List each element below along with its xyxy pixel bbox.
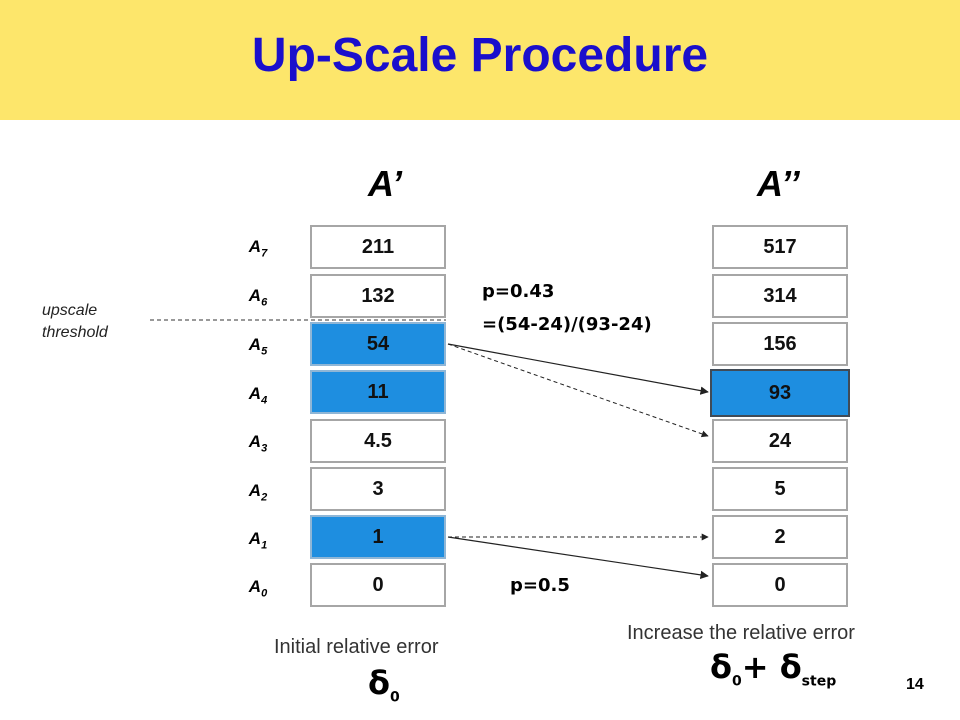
arrow-54-to-93 [447, 343, 709, 395]
right-cell-5: 156 [712, 322, 848, 366]
right-cell-7: 517 [712, 225, 848, 269]
row-label-a1: A1 [248, 529, 268, 552]
left-cell-4: 11 [310, 370, 446, 414]
left-cell-3: 4.5 [310, 419, 446, 463]
left-cell-6: 132 [310, 274, 446, 318]
right-cell-4: 93 [710, 369, 850, 417]
p-bottom-label: p=0.5 [510, 575, 570, 596]
row-label-a0: A0 [248, 577, 268, 600]
row-label-a2: A2 [248, 481, 268, 504]
arrow-54-to-24-dashed [447, 343, 709, 438]
arrow-1-to-0 [447, 536, 709, 580]
delta-zero-plus-step: δ0+ δstep [710, 648, 837, 690]
left-cell-7: 211 [310, 225, 446, 269]
right-column-heading: A’’ [757, 163, 800, 204]
page-number: 14 [906, 676, 924, 693]
row-label-a5: A5 [248, 335, 268, 358]
right-cell-1: 2 [712, 515, 848, 559]
left-cell-1: 1 [310, 515, 446, 559]
right-cell-3: 24 [712, 419, 848, 463]
row-label-a7: A7 [248, 237, 268, 260]
title-banner [0, 0, 960, 120]
right-cell-0: 0 [712, 563, 848, 607]
right-cell-2: 5 [712, 467, 848, 511]
p-top-formula: =(54-24)/(93-24) [482, 314, 652, 335]
page-title: Up-Scale Procedure [251, 29, 709, 82]
left-caption: Initial relative error [274, 636, 439, 658]
left-cell-2: 3 [310, 467, 446, 511]
row-label-a4: A4 [248, 384, 268, 407]
row-label-a3: A3 [248, 432, 268, 455]
right-cell-6: 314 [712, 274, 848, 318]
p-top-label: p=0.43 [482, 281, 555, 302]
right-caption: Increase the relative error [627, 622, 855, 644]
upscale-threshold-label: upscale threshold [42, 302, 108, 341]
delta-zero: δ0 [368, 664, 400, 706]
left-cell-0: 0 [310, 563, 446, 607]
left-column-heading: A’ [368, 163, 403, 204]
row-label-a6: A6 [248, 286, 268, 309]
left-cell-5: 54 [310, 322, 446, 366]
